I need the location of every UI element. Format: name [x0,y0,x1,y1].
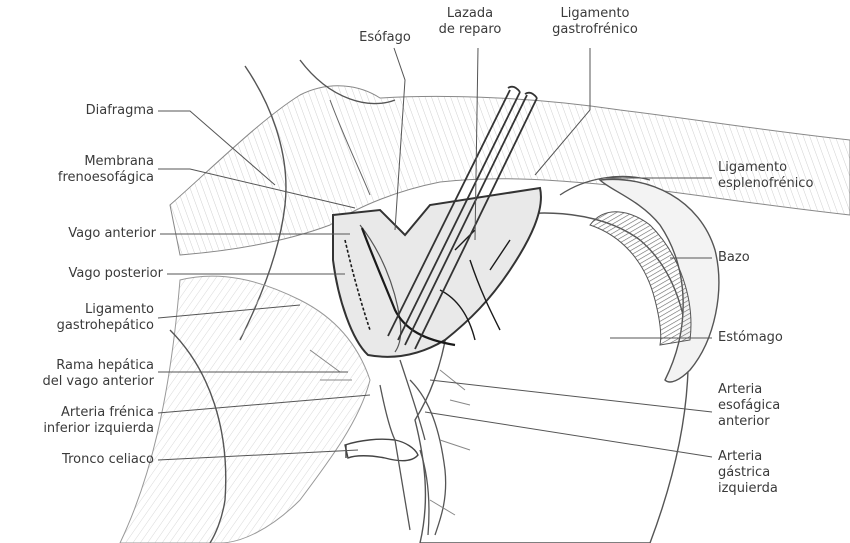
label-arteria-gastrica: Arteria gástrica izquierda [718,449,828,497]
label-diafragma: Diafragma [40,103,154,119]
label-lazada-de-reparo: Lazada de reparo [415,6,525,38]
label-ligamento-esplenofrenico: Ligamento esplenofrénico [718,160,848,192]
label-bazo: Bazo [718,250,818,266]
label-membrana-frenoesofagica: Membrana frenoesofágica [40,154,154,186]
label-arteria-frenica: Arteria frénica inferior izquierda [0,405,154,437]
label-rama-hepatica: Rama hepática del vago anterior [10,358,154,390]
label-arteria-esofagica: Arteria esofágica anterior [718,382,828,430]
label-vago-posterior: Vago posterior [20,266,163,282]
label-ligamento-gastrofrenico: Ligamento gastrofrénico [535,6,655,38]
label-tronco-celiaco: Tronco celiaco [10,452,154,468]
label-ligamento-gastrohepatico: Ligamento gastrohepático [30,302,154,334]
label-vago-anterior: Vago anterior [20,226,156,242]
gastrohepatic-area [120,276,370,543]
label-estomago: Estómago [718,330,828,346]
repair-loop-cap [508,87,537,98]
